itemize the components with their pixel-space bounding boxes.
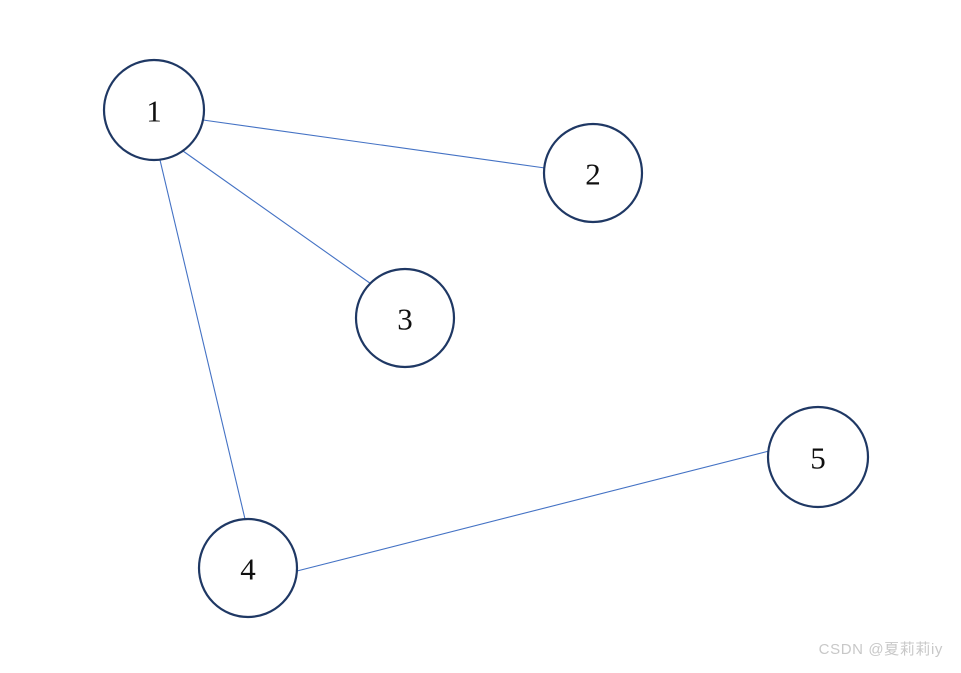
node-label-2: 2 [585,157,601,192]
graph-node-3[interactable]: 3 [354,267,456,369]
graph-node-2[interactable]: 2 [542,122,644,224]
node-label-3: 3 [397,302,413,337]
watermark-text: CSDN @夏莉莉iy [818,641,943,658]
node-label-4: 4 [240,552,256,587]
node-label-1: 1 [146,94,162,129]
graph-node-1[interactable]: 1 [102,58,206,162]
graph-edge-1-3 [182,150,375,287]
node-circle-4[interactable] [197,517,299,619]
graph-node-4[interactable]: 4 [197,517,299,619]
graph-edge-4-5 [296,450,770,572]
node-label-5: 5 [810,441,826,476]
graph-node-5[interactable]: 5 [766,405,870,509]
node-circle-1[interactable] [102,58,206,162]
edges-group [159,119,770,572]
node-circle-2[interactable] [542,122,644,224]
graph-edge-1-2 [202,119,546,169]
graph-edge-1-4 [159,159,246,520]
nodes-group: 1 2 3 4 5 [102,58,870,619]
node-circle-3[interactable] [354,267,456,369]
node-circle-5[interactable] [766,405,870,509]
